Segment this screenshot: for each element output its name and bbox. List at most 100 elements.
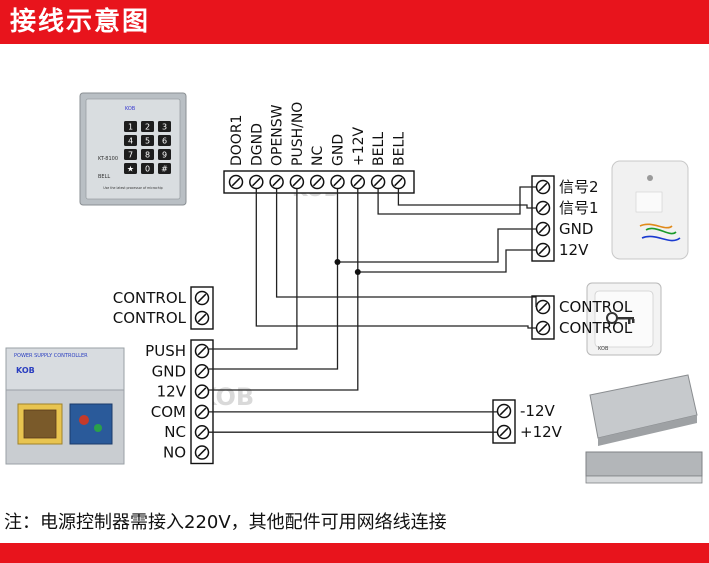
- exit-button-brand-text: KOB: [598, 346, 609, 352]
- wire-push: [209, 189, 298, 350]
- wire-12v-psu: [209, 272, 359, 391]
- controller-terminal-screw: [228, 174, 244, 190]
- psu-terminal-screw: [194, 424, 210, 440]
- controller-terminal-screw: [249, 174, 264, 190]
- wire-gnd-psu: [209, 262, 339, 370]
- exit-button-terminal-label: CONTROL: [559, 298, 633, 316]
- keypad-key: 0: [141, 163, 154, 174]
- keypad-key-label: 7: [128, 151, 133, 160]
- doorbell-terminal-label: GND: [559, 220, 593, 238]
- keypad-model-text: KT-8100: [98, 156, 118, 162]
- lock-device-image: [585, 374, 703, 484]
- controller-terminal-screw: [370, 174, 386, 190]
- header-bar: 接线示意图: [0, 0, 709, 44]
- keypad-footer-text: Use the latest processor of microchip: [103, 186, 162, 190]
- wire-bell-signal2: [377, 186, 536, 215]
- psu-terminal-screw: [194, 384, 210, 399]
- wires: [209, 186, 537, 433]
- controller-terminal-screw: [330, 174, 345, 190]
- psu-terminal-label: GND: [152, 362, 186, 380]
- keypad-key: ★: [124, 163, 137, 174]
- keypad-bell-text: BELL: [98, 174, 110, 180]
- power-supply-device-image: POWER SUPPLY CONTROLLER KOB: [5, 347, 125, 465]
- keypad-key: 2: [141, 121, 154, 132]
- controller-terminal-screw: [289, 174, 305, 190]
- doorbell-terminal-screw: [535, 179, 551, 195]
- keypad-key-label: ★: [127, 165, 134, 174]
- controller-terminal-label: DOOR1: [229, 115, 245, 166]
- psu-terminal-label: COM: [151, 403, 186, 421]
- psu-terminal-housing: [190, 339, 214, 465]
- exit-button-device-image: KOB: [586, 282, 662, 356]
- keypad-key: #: [158, 163, 171, 174]
- psu-terminal-label: NC: [164, 423, 186, 441]
- controller-terminal-screw: [269, 174, 284, 190]
- exit-button-terminal-label: CONTROL: [559, 319, 633, 337]
- doorbell-terminal-screw: [535, 221, 551, 237]
- keypad-brand-text: KOB: [125, 106, 136, 112]
- doorbell-device-image: [611, 160, 689, 260]
- controller-terminal-screw: [391, 174, 406, 190]
- keypad-key: 8: [141, 149, 154, 160]
- keypad-key-label: 1: [128, 123, 133, 132]
- control-terminal-screw: [194, 310, 210, 326]
- keypad-key-label: 9: [162, 151, 167, 160]
- page-title: 接线示意图: [10, 7, 151, 37]
- keypad-key: 1: [124, 121, 137, 132]
- doorbell-terminal-screw: [535, 200, 551, 216]
- exit-button-terminal-screw: [535, 320, 551, 336]
- controller-terminal-label: BELL: [391, 132, 407, 166]
- keypad-key-label: 0: [145, 165, 150, 174]
- wire-bell-signal1: [397, 189, 536, 209]
- keypad-key-label: 6: [162, 137, 167, 146]
- wire-junction: [334, 259, 341, 265]
- psu-terminal-screw: [194, 343, 210, 359]
- controller-terminal-label: BELL: [371, 132, 387, 166]
- lock-terminal-label: -12V: [520, 402, 555, 420]
- keypad-key: 7: [124, 149, 137, 160]
- keypad-key: 6: [158, 135, 171, 146]
- controller-terminal-screw: [350, 174, 366, 190]
- control-terminal-label: CONTROL: [113, 289, 187, 307]
- doorbell-terminal-label: 12V: [559, 241, 589, 259]
- controller-terminal-screw: [309, 174, 325, 190]
- keypad-key-label: 8: [145, 151, 150, 160]
- key-icon: [606, 312, 635, 324]
- psu-terminal-screw: [194, 404, 210, 420]
- psu-terminal-screw: [194, 445, 210, 460]
- wire-gnd-bell: [336, 189, 536, 263]
- wire-dgnd-button: [255, 189, 536, 329]
- wire-12v-bell: [357, 189, 536, 273]
- lock-terminal-block: -12V +12V: [492, 399, 563, 444]
- doorbell-terminal-screw: [535, 242, 551, 258]
- doorbell-terminal-housing: [531, 175, 555, 262]
- control-terminal-screw: [194, 290, 210, 306]
- power-supply-terminal-block: PUSH GND 12V COM NC NO: [145, 339, 214, 465]
- doorbell-terminal-label: 信号1: [559, 199, 599, 217]
- psu-terminal-label: NO: [163, 444, 186, 462]
- installation-note: 注：电源控制器需接入220V，其他配件可用网络线连接: [4, 512, 447, 533]
- exit-button-terminal-screw: [535, 299, 551, 315]
- lock-terminal-screw: [496, 424, 512, 440]
- keypad-key: 4: [124, 135, 137, 146]
- psu-terminal-label: 12V: [157, 383, 187, 401]
- psu-terminal-screw: [194, 364, 210, 379]
- controller-terminal-label: OPENSW: [270, 104, 286, 166]
- control-terminal-label: CONTROL: [113, 309, 187, 327]
- footer-bar: [0, 543, 709, 563]
- psu-brand-text: KOB: [16, 366, 35, 375]
- wire-junction: [354, 269, 361, 275]
- keypad-key-label: 3: [162, 123, 167, 132]
- controller-terminal-label: +12V: [351, 126, 367, 166]
- keypad-key-label: #: [161, 165, 168, 174]
- controller-terminal-label: GND: [331, 134, 347, 166]
- lock-terminal-label: +12V: [520, 423, 563, 441]
- keypad-key-label: 4: [128, 137, 133, 146]
- keypad-key-label: 2: [145, 123, 150, 132]
- psu-terminal-label: PUSH: [145, 342, 186, 360]
